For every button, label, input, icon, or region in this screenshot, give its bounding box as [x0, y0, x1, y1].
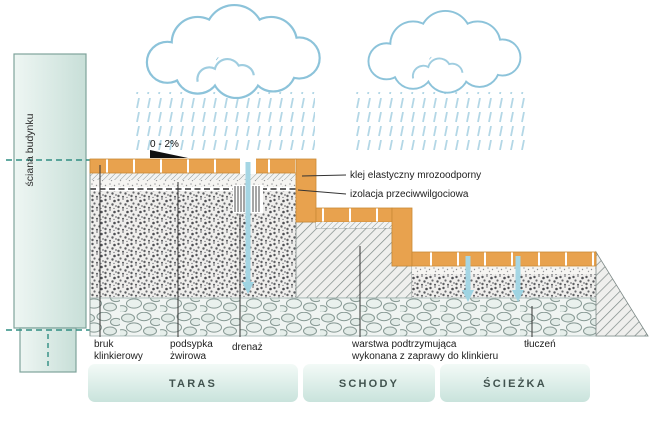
callout-adhesive: klej elastyczny mrozoodporny	[301, 170, 481, 181]
stairs-band-label: SCHODY	[339, 378, 399, 390]
crushed-stone-layer	[89, 297, 649, 337]
bedding-layer-path	[412, 266, 609, 274]
rain-cloud-left	[145, 4, 321, 100]
support-label-line2: wykonana z zaprawy do klinkieru	[351, 351, 498, 362]
callout-drainage: drenaż	[232, 214, 263, 353]
rain-left	[135, 92, 315, 150]
drainage-element	[233, 158, 263, 294]
gravel-base-path	[412, 274, 616, 298]
adhesive-layer	[90, 173, 296, 180]
wall-label: ściana budynku	[24, 113, 36, 186]
rain-right	[355, 92, 527, 150]
terrace-bricks	[89, 158, 297, 174]
callout-paving: bruk klinkierowy	[94, 165, 143, 362]
building-wall: ściana budynku	[6, 53, 94, 373]
gravel-base-terrace	[90, 191, 296, 298]
bedding-layer	[90, 180, 296, 187]
adhesive-label: klej elastyczny mrozoodporny	[350, 170, 481, 181]
step2-riser-block	[391, 207, 413, 267]
step1-adhesive	[316, 222, 392, 228]
support-label-line1: warstwa podtrzymująca	[351, 339, 457, 350]
path-band	[440, 364, 590, 402]
terrace-layers	[90, 173, 296, 298]
paving-label-line2: klinkierowy	[94, 351, 143, 362]
callout-bedding: podsypka żwirowa	[170, 182, 213, 362]
section-bands: TARAS SCHODY ŚCIEŻKA	[88, 364, 590, 402]
stairs-band	[303, 364, 435, 402]
terrace-band	[88, 364, 298, 402]
terrace-band-label: TARAS	[169, 378, 217, 390]
path-layers	[412, 266, 616, 298]
drainage-label: drenaż	[232, 342, 263, 353]
paving-label-line1: bruk	[94, 339, 114, 350]
clinker-paving	[89, 158, 597, 267]
bedding-label-line1: podsypka	[170, 339, 213, 350]
callout-crushed-stone: tłuczeń	[524, 306, 556, 350]
insulation-label: izolacja przeciwwilgociowa	[350, 189, 469, 200]
embankment-slope-hatch	[595, 250, 649, 337]
slope-triangle	[150, 150, 188, 158]
crushed-stone-label: tłuczeń	[524, 339, 556, 350]
slope-indicator: 0 - 2%	[150, 139, 188, 158]
step1-tread-bricks	[315, 207, 393, 223]
bedding-label-line2: żwirowa	[170, 351, 207, 362]
slope-label: 0 - 2%	[150, 139, 179, 150]
callout-support: warstwa podtrzymująca wykonana z zaprawy…	[351, 246, 498, 362]
path-bricks	[411, 251, 597, 267]
water-flow-arrows-path	[462, 256, 524, 302]
path-band-label: ŚCIEŻKA	[483, 377, 547, 390]
callout-insulation: izolacja przeciwwilgociowa	[297, 189, 469, 200]
rain-cloud-right	[367, 10, 522, 94]
